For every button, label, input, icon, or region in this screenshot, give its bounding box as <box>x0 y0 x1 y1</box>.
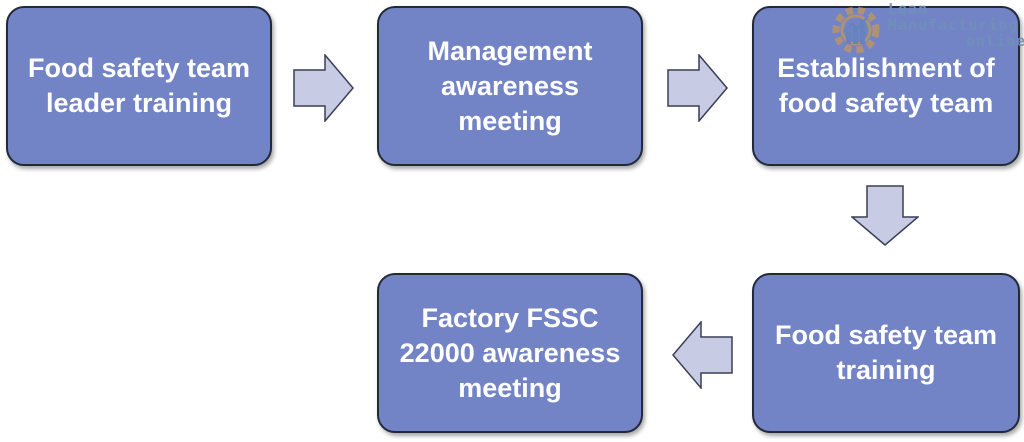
arrow-right-icon <box>293 54 354 122</box>
step-label: Establishment of food safety team <box>777 53 995 118</box>
arrow-down-icon <box>851 185 919 246</box>
watermark-line3: online <box>966 32 1024 50</box>
step-label: Factory FSSC 22000 awareness meeting <box>399 302 621 403</box>
step-label: Food safety team leader training <box>27 53 251 118</box>
watermark-line2: Manufacturing <box>888 16 1019 34</box>
arrow-right-icon <box>667 54 728 122</box>
watermark-logo: Lean Manufacturing online <box>828 0 1024 62</box>
step-label: Management awareness meeting <box>427 35 593 136</box>
watermark-line1: Lean <box>888 0 929 18</box>
step-box-management-awareness: Management awareness meeting <box>377 6 643 166</box>
step-box-fssc-awareness: Factory FSSC 22000 awareness meeting <box>377 273 643 433</box>
gear-chart-icon <box>832 6 880 54</box>
step-box-team-training: Food safety team training <box>752 273 1020 433</box>
arrow-left-icon <box>672 321 733 389</box>
step-box-establishment-team: Establishment of food safety team <box>752 6 1020 166</box>
step-box-team-leader-training: Food safety team leader training <box>6 6 272 166</box>
step-label: Food safety team training <box>774 320 998 385</box>
